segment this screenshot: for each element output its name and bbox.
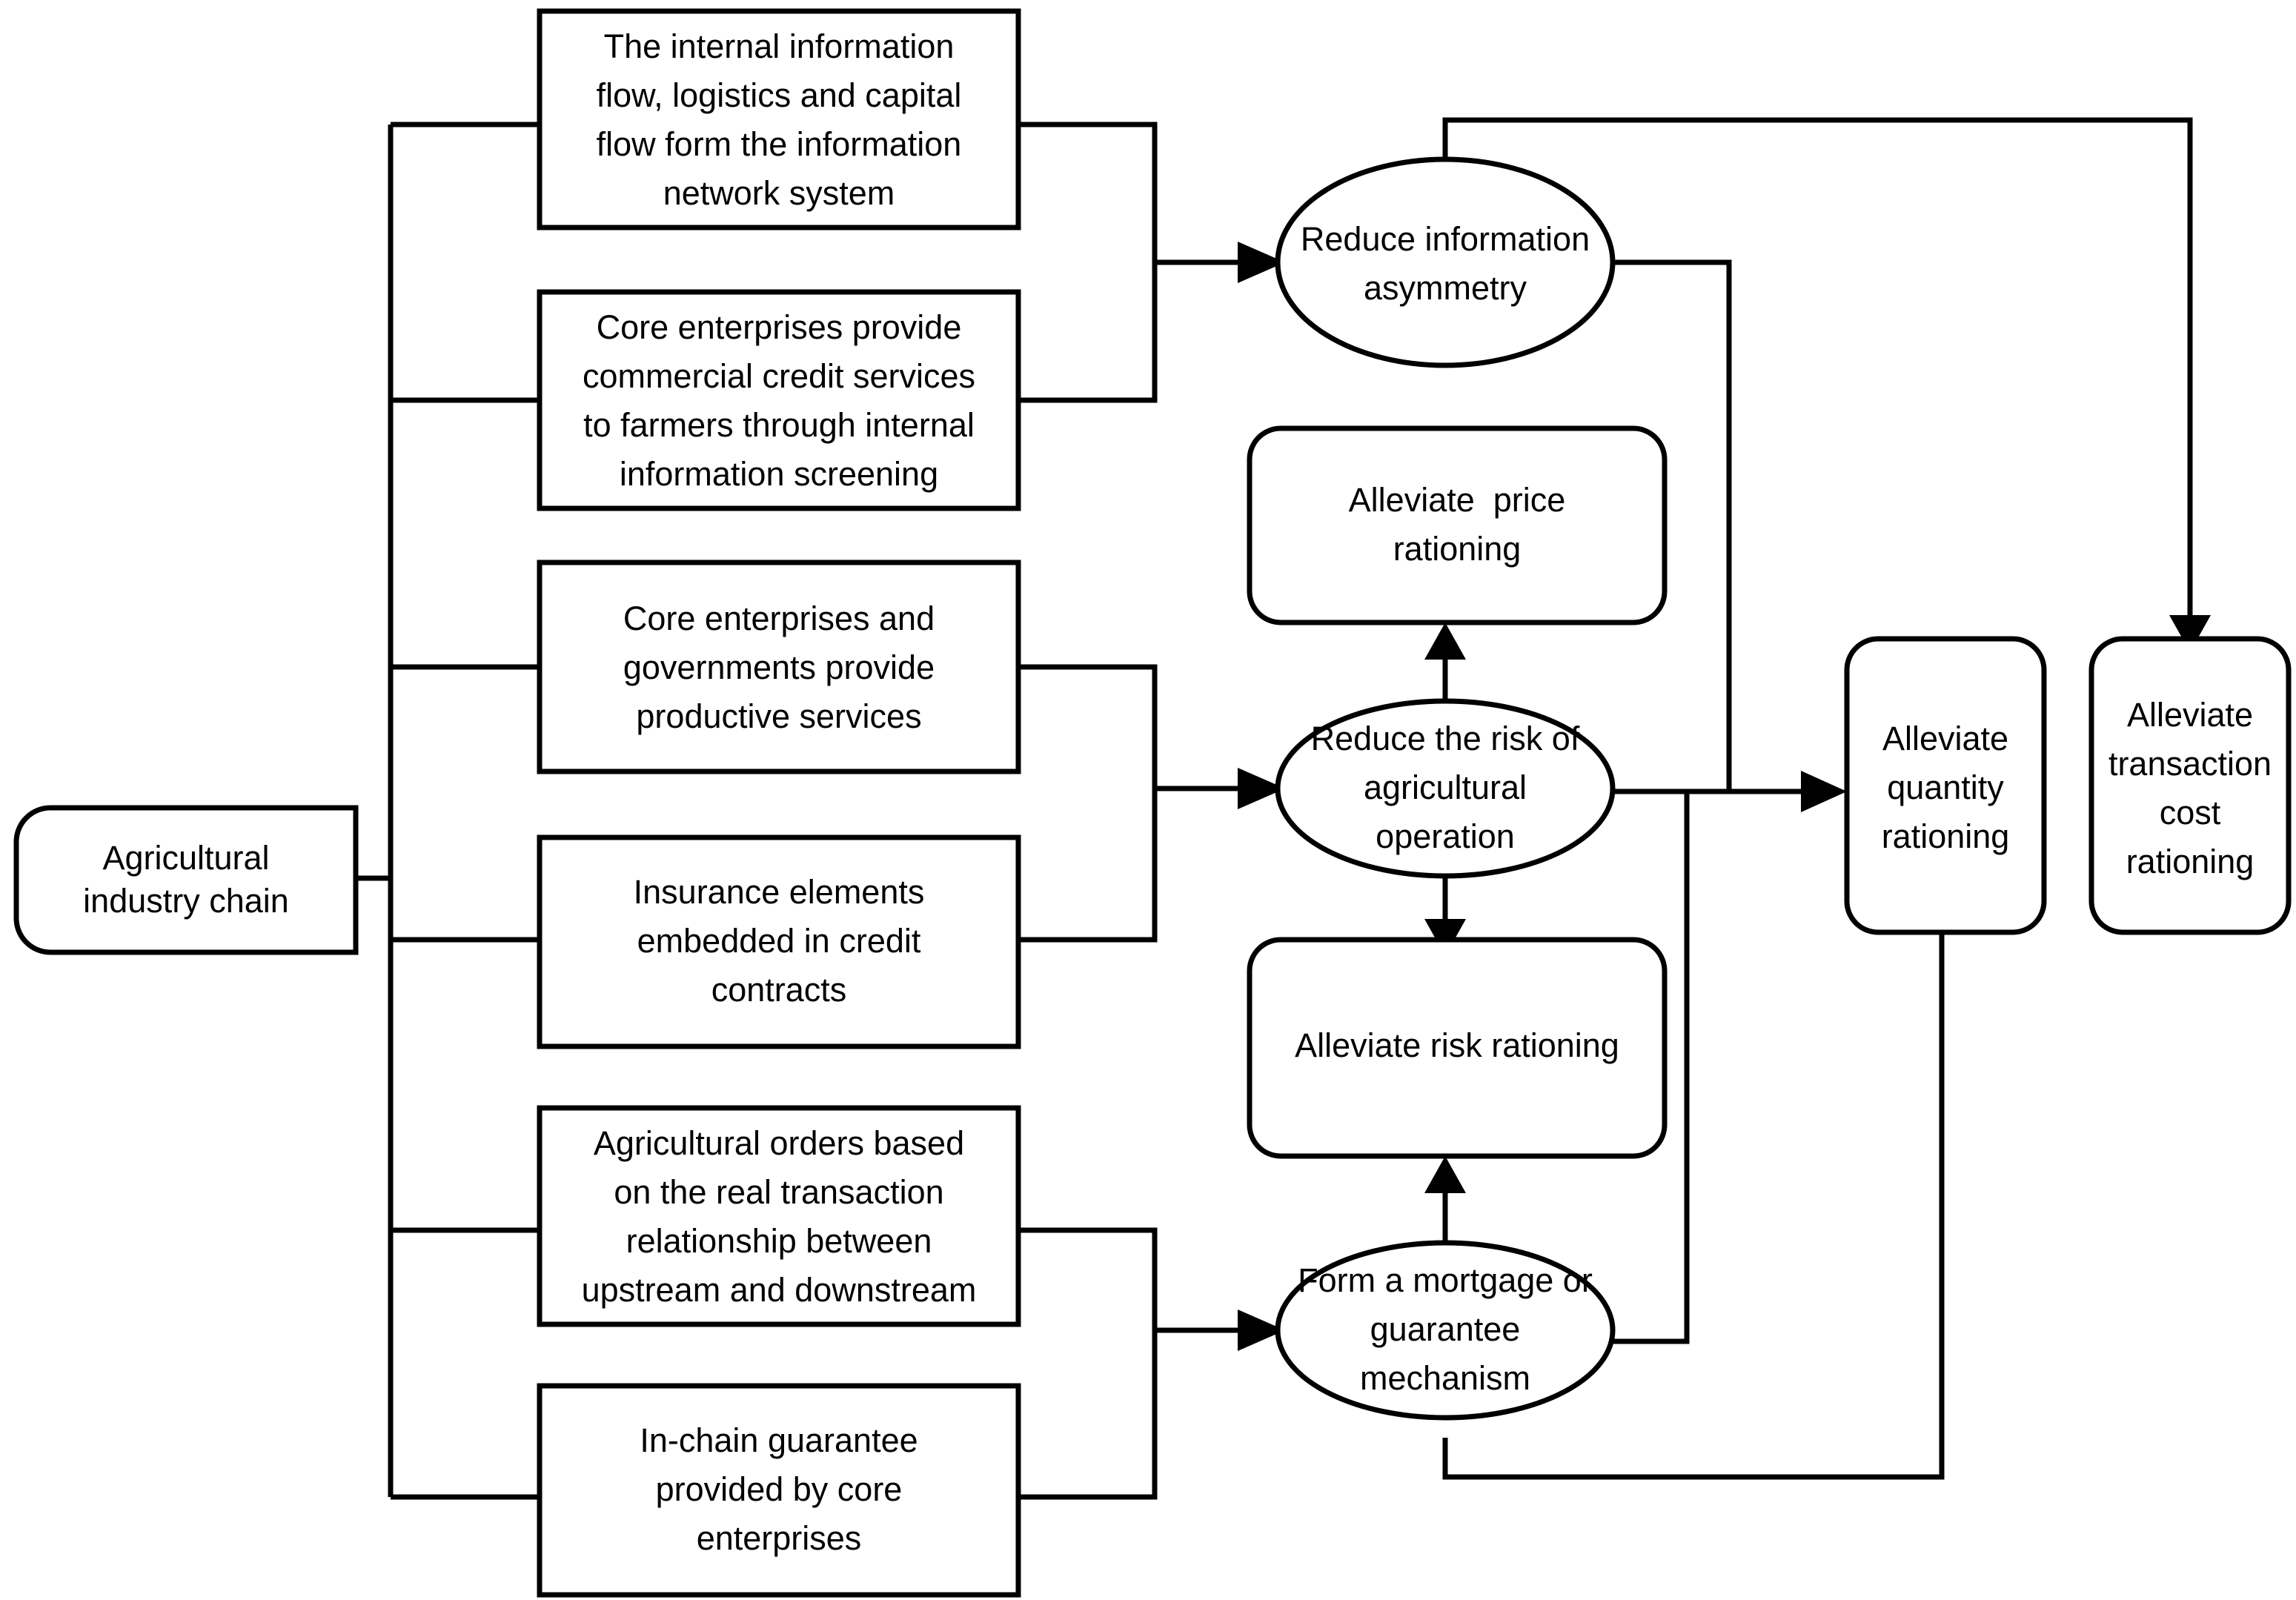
connector-group1-to-asymmetry xyxy=(1018,122,1285,403)
agricultural-orders-line-0: Agricultural orders based xyxy=(594,1124,964,1162)
information-network-system-line-3: network system xyxy=(663,174,895,212)
commercial-credit-services-line-2: to farmers through internal xyxy=(583,406,975,444)
reduce-information-asymmetry-line-0: Reduce information xyxy=(1301,220,1590,258)
agricultural-orders-line-2: relationship between xyxy=(626,1222,932,1260)
connector-group3-to-mortgage xyxy=(1018,1227,1285,1500)
agricultural-orders-line-3: upstream and downstream xyxy=(582,1271,977,1309)
connector-risk-to-price-rationing xyxy=(1424,623,1466,703)
connector-asymmetry-to-transaction-cost xyxy=(1442,117,2211,652)
node-agricultural-industry-chain[interactable]: Agricultural industry chain xyxy=(13,805,359,955)
alleviate-quantity-rationing-line-2: rationing xyxy=(1882,817,2010,855)
node-information-network-system[interactable]: The internal information flow, logistics… xyxy=(537,8,1021,230)
information-network-system-line-0: The internal information xyxy=(604,27,955,65)
insurance-elements-line-1: embedded in credit xyxy=(637,922,921,960)
reduce-risk-agricultural-operation-line-0: Reduce the risk of xyxy=(1311,720,1580,757)
form-mortgage-guarantee-mechanism-line-1: guarantee xyxy=(1370,1310,1521,1348)
agricultural-orders-line-1: on the real transaction xyxy=(614,1173,943,1211)
alleviate-transaction-cost-rationing-line-2: cost xyxy=(2160,794,2221,831)
alleviate-transaction-cost-rationing-line-1: transaction xyxy=(2108,745,2272,783)
node-reduce-information-asymmetry[interactable]: Reduce information asymmetry xyxy=(1275,156,1616,368)
node-insurance-elements[interactable]: Insurance elements embedded in credit co… xyxy=(537,834,1021,1049)
reduce-risk-agricultural-operation-line-1: agricultural xyxy=(1364,769,1527,806)
reduce-risk-agricultural-operation-line-2: operation xyxy=(1376,817,1515,855)
form-mortgage-guarantee-mechanism-line-0: Form a mortgage or xyxy=(1298,1261,1593,1299)
productive-services-line-2: productive services xyxy=(636,697,921,735)
node-in-chain-guarantee[interactable]: In-chain guarantee provided by core ente… xyxy=(537,1383,1021,1598)
node-form-mortgage-guarantee-mechanism[interactable]: Form a mortgage or guarantee mechanism xyxy=(1275,1240,1616,1421)
alleviate-risk-rationing-line-0: Alleviate risk rationing xyxy=(1295,1026,1619,1064)
alleviate-quantity-rationing-line-0: Alleviate xyxy=(1882,720,2008,757)
connector-spine-branches xyxy=(391,122,540,1500)
alleviate-quantity-rationing-line-1: quantity xyxy=(1887,769,2004,806)
arrowhead-to-quantity-rationing xyxy=(1801,771,1847,812)
node-alleviate-quantity-rationing[interactable]: Alleviate quantity rationing xyxy=(1844,636,2047,935)
alleviate-transaction-cost-rationing-line-3: rationing xyxy=(2126,843,2254,880)
connector-mortgage-to-quantity xyxy=(1613,791,1690,1344)
alleviate-price-rationing-line-1: rationing xyxy=(1393,530,1522,568)
node-agricultural-orders[interactable]: Agricultural orders based on the real tr… xyxy=(537,1105,1021,1327)
arrowhead-to-risk xyxy=(1238,768,1285,809)
reduce-information-asymmetry-line-1: asymmetry xyxy=(1364,269,1527,307)
connector-source-to-spine xyxy=(356,125,394,1497)
productive-services-line-1: governments provide xyxy=(623,648,935,686)
node-alleviate-transaction-cost-rationing[interactable]: Alleviate transaction cost rationing xyxy=(2088,636,2292,935)
productive-services-line-0: Core enterprises and xyxy=(623,600,935,637)
arrowhead-to-transaction-cost-top xyxy=(2169,615,2211,652)
form-mortgage-guarantee-mechanism-line-2: mechanism xyxy=(1360,1359,1530,1397)
information-network-system-line-2: flow form the information xyxy=(597,125,962,163)
arrowhead-up-to-risk-rationing xyxy=(1424,1156,1466,1193)
commercial-credit-services-line-1: commercial credit services xyxy=(583,357,975,395)
commercial-credit-services-line-0: Core enterprises provide xyxy=(597,308,962,346)
in-chain-guarantee-line-2: enterprises xyxy=(697,1519,862,1557)
node-productive-services[interactable]: Core enterprises and governments provide… xyxy=(537,560,1021,774)
connector-group2-to-risk xyxy=(1018,664,1285,943)
node-reduce-risk-agricultural-operation[interactable]: Reduce the risk of agricultural operatio… xyxy=(1275,698,1616,879)
insurance-elements-line-2: contracts xyxy=(711,971,847,1009)
arrowhead-to-mortgage xyxy=(1238,1309,1285,1351)
arrowhead-to-price-rationing xyxy=(1424,623,1466,660)
commercial-credit-services-line-3: information screening xyxy=(620,455,938,493)
node-alleviate-risk-rationing[interactable]: Alleviate risk rationing xyxy=(1247,937,1668,1159)
in-chain-guarantee-line-1: provided by core xyxy=(656,1470,903,1508)
alleviate-transaction-cost-rationing-line-0: Alleviate xyxy=(2127,696,2253,734)
agricultural-industry-chain-line-0: Agricultural xyxy=(102,839,269,877)
alleviate-price-rationing-line-0: Alleviate price xyxy=(1349,481,1566,519)
in-chain-guarantee-line-0: In-chain guarantee xyxy=(640,1421,918,1459)
insurance-elements-line-0: Insurance elements xyxy=(634,873,925,911)
node-alleviate-price-rationing[interactable]: Alleviate price rationing xyxy=(1247,425,1668,625)
information-network-system-line-1: flow, logistics and capital xyxy=(597,76,962,114)
connector-mortgage-to-risk-rationing xyxy=(1424,1156,1466,1245)
agricultural-industry-chain-line-1: industry chain xyxy=(83,882,289,920)
arrowhead-to-asymmetry xyxy=(1238,242,1285,283)
node-commercial-credit-services[interactable]: Core enterprises provide commercial cred… xyxy=(537,289,1021,511)
